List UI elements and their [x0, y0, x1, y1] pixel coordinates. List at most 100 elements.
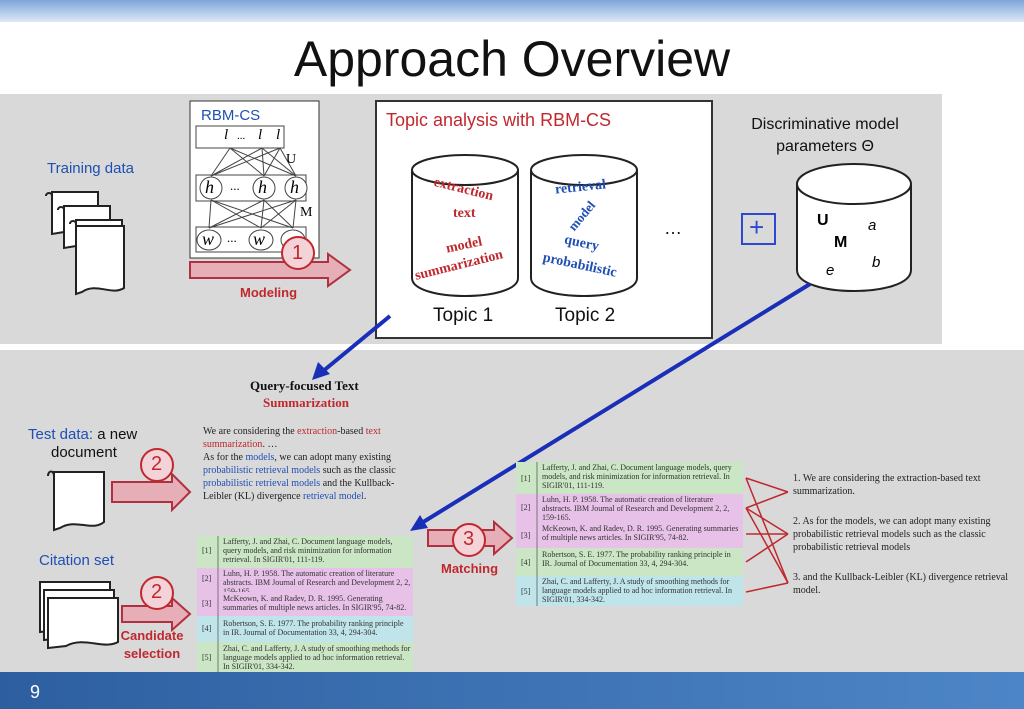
footer-bar — [0, 672, 1024, 709]
param-M: M — [834, 234, 848, 251]
rbm-w-node: w — [202, 229, 215, 249]
citation-entry: Robertson, S. E. 1977. The probability r… — [542, 550, 731, 568]
citation-entry: Robertson, S. E. 1977. The probability r… — [223, 619, 404, 637]
citation-set-label: Citation set — [39, 552, 115, 569]
citation-entry: McKeown, K. and Radev, D. R. 1995. Gener… — [223, 594, 407, 612]
plus-sign: + — [749, 212, 765, 242]
more-topics-ellipsis: … — [664, 218, 682, 238]
param-a: a — [868, 217, 877, 234]
rbm-l-node: l — [276, 127, 281, 143]
modeling-label: Modeling — [240, 285, 298, 300]
citation-index: [3] — [202, 599, 212, 608]
rbm-w-dots: ... — [227, 230, 237, 245]
parameters-cylinder — [796, 163, 912, 292]
qf-title: Query-focused Text — [250, 378, 359, 393]
citation-index: [3] — [521, 531, 531, 540]
query-text-segment: . … — [262, 439, 278, 450]
citation-index: [2] — [521, 503, 531, 512]
citation-index: [5] — [202, 653, 212, 662]
candidate-line1: Candidate — [120, 628, 184, 643]
citation-entry: Luhn, H. P. 1958. The automatic creation… — [223, 569, 411, 592]
rbm-l-node: l — [258, 127, 263, 143]
page-number: 9 — [30, 682, 41, 702]
query-text-segment: models — [245, 452, 275, 463]
citation-docs-icon — [39, 581, 119, 650]
query-text-segment: text summarization — [203, 426, 384, 450]
topic1-word: text — [453, 206, 476, 221]
flow-arrows — [312, 282, 812, 531]
matched-citation-list — [516, 462, 743, 606]
query-text-segment: and the Kullback-Leibler (KL) divergence — [203, 478, 395, 502]
query-text-segment: -based — [337, 426, 366, 437]
test-data-label: Test data: a new — [28, 426, 137, 443]
rbm-m-label: M — [300, 205, 313, 220]
citation-index: [5] — [521, 587, 531, 596]
param-e: e — [826, 262, 835, 279]
rbm-l-dots: ... — [237, 130, 246, 142]
query-text-segment: probabilistic retrieval models — [203, 478, 321, 489]
top-banner — [0, 0, 1024, 22]
disc-model-caption: Discriminative model parameters Θ — [740, 114, 910, 158]
sentence-1: 1. We are considering the extraction-bas… — [793, 473, 981, 497]
rbm-u-label: U — [286, 152, 297, 167]
test-data-line2: document — [51, 444, 117, 461]
citation-index: [4] — [202, 624, 212, 633]
citation-entry: Lafferty, J. and Zhai, C. Document langu… — [542, 463, 732, 490]
training-data-label: Training data — [47, 160, 134, 177]
citation-index: [4] — [521, 558, 531, 567]
query-text-segment: , we can adopt many existing — [274, 452, 394, 463]
citation-index: [1] — [521, 474, 531, 483]
citation-entry: Luhn, H. P. 1958. The automatic creation… — [542, 495, 730, 522]
citation-entry: Lafferty, J. and Zhai, C. Document langu… — [223, 537, 393, 564]
rbm-l-node: l — [224, 127, 229, 143]
test-data-key: Test data: — [28, 426, 94, 443]
candidate-citation-list — [197, 536, 413, 672]
query-document-text: We are considering the extraction-based … — [203, 425, 421, 503]
disc-model-line1: Discriminative model — [751, 116, 899, 133]
rbm-h-node: h — [205, 177, 214, 197]
step1-number: 1 — [292, 242, 304, 264]
training-docs-icon — [45, 191, 125, 296]
test-doc-icon — [47, 470, 105, 532]
param-b: b — [872, 254, 881, 271]
query-text-segment: We are considering the — [203, 426, 298, 437]
candidate-selection-label: Candidate selection — [112, 627, 192, 663]
rbm-h-dots: ... — [230, 178, 240, 193]
query-text-segment: probabilistic retrieval models — [203, 465, 321, 476]
topic-analysis-title: Topic analysis with RBM-CS — [386, 110, 612, 130]
candidate-line2: selection — [123, 646, 181, 661]
plus-box — [741, 213, 776, 245]
match-arrows — [745, 477, 789, 593]
rbm-h-node: h — [290, 177, 299, 197]
query-text-segment: . — [363, 491, 367, 502]
topic2-label: Topic 2 — [555, 305, 616, 326]
disc-model-line2: parameters Θ — [776, 138, 874, 155]
citation-index: [2] — [202, 574, 212, 583]
qf-subtitle: Summarization — [263, 395, 349, 410]
rbm-w-node: w — [253, 229, 266, 249]
query-text-segment: As for the — [203, 452, 243, 463]
query-text-segment: such as the classic — [320, 465, 399, 476]
matching-label: Matching — [441, 561, 499, 576]
citation-entry: Zhai, C. and Lafferty, J. A study of smo… — [223, 644, 411, 671]
sentence-2: 2. As for the models, we can adopt many … — [793, 516, 991, 553]
query-text-segment: retrieval model — [303, 491, 364, 502]
step3-number: 3 — [463, 528, 475, 550]
step2b-number: 2 — [151, 581, 163, 603]
test-data-desc: a new — [93, 426, 138, 443]
query-text-segment: extraction — [297, 426, 338, 437]
sentence-3: 3. and the Kullback-Leibler (KL) diverge… — [793, 572, 1008, 596]
citation-entry: McKeown, K. and Radev, D. R. 1995. Gener… — [542, 524, 739, 542]
rbm-h-node: h — [258, 177, 267, 197]
citation-index: [1] — [202, 546, 212, 555]
topic1-cylinder — [411, 154, 519, 297]
modeling-arrow — [189, 236, 352, 288]
param-U: U — [817, 212, 829, 229]
citation-entry: Zhai, C. and Lafferty, J. A study of smo… — [542, 577, 732, 604]
slide-title: Approach Overview — [293, 31, 731, 87]
step2a-number: 2 — [151, 453, 163, 475]
rbm-label: RBM-CS — [201, 107, 261, 124]
topic2-cylinder — [530, 154, 638, 297]
topic1-label: Topic 1 — [433, 305, 494, 326]
step3-arrow — [427, 519, 514, 557]
